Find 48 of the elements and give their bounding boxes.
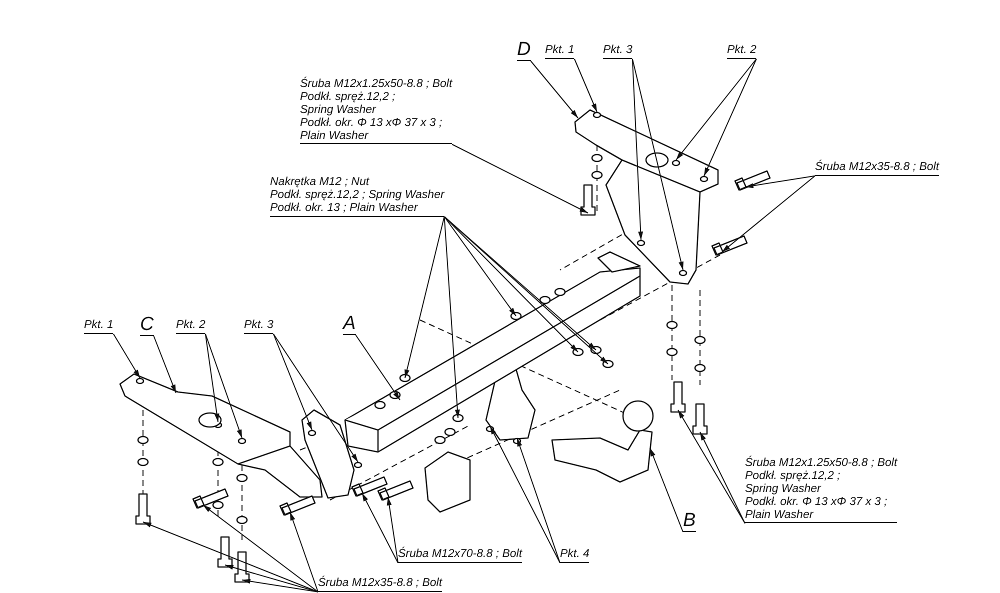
callout-label: Śruba M12x1.25x50-8.8 ; Bolt Podkł. spręż.12,2 ; Spring Washer Podkł. okr. Φ 13 xΦ 37 x 3 ; Plain Washer (745, 457, 898, 524)
leader-line (386, 496, 398, 564)
leader-line (650, 448, 684, 532)
leader-line (676, 58, 757, 160)
leader-line (290, 512, 318, 592)
leader-line (700, 432, 746, 524)
callout-label: Śruba M12x35-8.8 ; Bolt (815, 161, 940, 176)
callout-label: C (140, 315, 154, 336)
callout-label: Śruba M12x70-8.8 ; Bolt (398, 548, 522, 563)
leader-line (112, 333, 140, 378)
callout-label: Nakrętka M12 ; Nut Podkł. spręż.12,2 ; Spring Washer Podkł. okr. 13 ; Plain Washer (270, 176, 444, 217)
leader-line (744, 175, 816, 188)
leader-line (678, 410, 746, 524)
leader-line (153, 336, 176, 394)
leader-line (362, 492, 398, 564)
leader-line (444, 216, 516, 316)
callout-label: B (683, 511, 696, 532)
leader-line (452, 144, 588, 214)
callout-label: Pkt. 2 (727, 44, 756, 59)
leader-line (202, 504, 318, 592)
leader-line (272, 333, 312, 430)
leader-line (722, 175, 816, 252)
leader-line (404, 216, 445, 378)
leader-line (704, 58, 757, 176)
callout-label: Pkt. 1 (545, 44, 574, 59)
callout-label: Śruba M12x35-8.8 ; Bolt (318, 577, 442, 592)
callout-label: Pkt. 3 (603, 44, 632, 59)
callout-label: Pkt. 1 (84, 319, 114, 334)
leader-line (204, 333, 220, 422)
callout-label: A (343, 314, 356, 335)
callout-label: Pkt. 3 (244, 319, 274, 334)
leader-line (224, 564, 318, 592)
callout-label: D (517, 40, 531, 61)
leader-line (516, 438, 560, 564)
leader-line (272, 333, 358, 462)
leader-line (574, 58, 598, 112)
leader-line (444, 216, 460, 418)
leader-line (242, 578, 318, 592)
callout-label: Śruba M12x1.25x50-8.8 ; Bolt Podkł. spręż.12,2 ; Spring Washer Podkł. okr. Φ 13 xΦ 37 x 3 ; Plain Washer (300, 78, 452, 144)
callout-label: Pkt. 4 (560, 548, 590, 563)
callout-label: Pkt. 2 (176, 319, 206, 334)
leader-line (490, 426, 560, 564)
leader-line (355, 334, 400, 400)
leader-line (632, 58, 684, 270)
leader-line (204, 333, 242, 438)
leader-line (530, 60, 578, 118)
leader-line (632, 58, 644, 240)
leader-line (444, 216, 608, 364)
